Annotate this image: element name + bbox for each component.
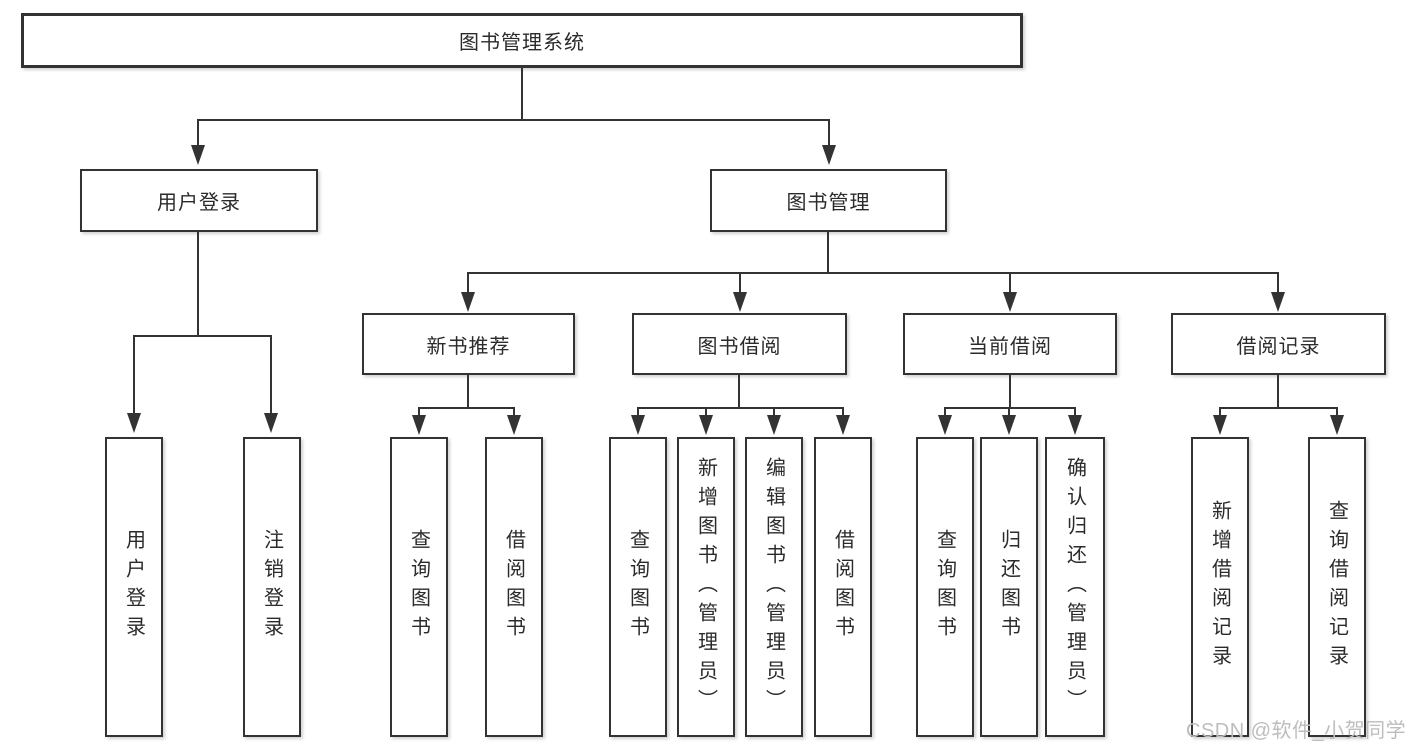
connector-line xyxy=(133,335,272,337)
connector-line xyxy=(945,407,1076,409)
connector-line xyxy=(468,272,1279,274)
node-borrowing-records: 借阅记录 xyxy=(1171,313,1386,375)
node-library-management-system: 图书管理系统 xyxy=(21,13,1023,68)
node-book-borrowing: 图书借阅 xyxy=(632,313,847,375)
connector-line xyxy=(467,272,469,292)
connector-line xyxy=(1336,407,1338,417)
arrowhead-down-icon xyxy=(1213,415,1227,435)
arrowhead-down-icon xyxy=(1271,292,1285,312)
connector-line xyxy=(270,335,272,413)
leaf-add-borrow-record: 新增借阅记录 xyxy=(1191,437,1249,737)
connector-line xyxy=(1008,407,1010,417)
arrowhead-down-icon xyxy=(127,413,141,433)
connector-line xyxy=(638,407,844,409)
arrowhead-down-icon xyxy=(191,145,205,165)
leaf-user-login: 用户登录 xyxy=(105,437,163,737)
arrowhead-down-icon xyxy=(1330,415,1344,435)
connector-line xyxy=(739,272,741,292)
arrowhead-down-icon xyxy=(631,415,645,435)
arrowhead-down-icon xyxy=(938,415,952,435)
leaf-query-books-recommend: 查询图书 xyxy=(390,437,448,737)
connector-line xyxy=(418,407,420,417)
leaf-add-books-admin: 新增图书（管理员） xyxy=(677,437,735,737)
arrowhead-down-icon xyxy=(461,292,475,312)
arrowhead-down-icon xyxy=(767,415,781,435)
leaf-confirm-return-admin: 确认归还（管理员） xyxy=(1045,437,1105,737)
leaf-borrow-books-recommend: 借阅图书 xyxy=(485,437,543,737)
connector-line xyxy=(1219,407,1221,417)
connector-line xyxy=(842,407,844,417)
arrowhead-down-icon xyxy=(822,145,836,165)
node-user-login: 用户登录 xyxy=(80,169,318,232)
connector-line xyxy=(705,407,707,417)
connector-line xyxy=(738,375,740,407)
arrowhead-down-icon xyxy=(1068,415,1082,435)
arrowhead-down-icon xyxy=(1003,292,1017,312)
arrowhead-down-icon xyxy=(412,415,426,435)
leaf-logout: 注销登录 xyxy=(243,437,301,737)
csdn-watermark: CSDN @软件_小贺同学 xyxy=(1186,720,1405,742)
arrowhead-down-icon xyxy=(264,413,278,433)
connector-line xyxy=(637,407,639,417)
connector-line xyxy=(197,119,199,145)
connector-line xyxy=(828,119,830,145)
node-book-management: 图书管理 xyxy=(710,169,947,232)
arrowhead-down-icon xyxy=(836,415,850,435)
node-new-book-recommend: 新书推荐 xyxy=(362,313,575,375)
connector-line xyxy=(827,232,829,272)
arrowhead-down-icon xyxy=(507,415,521,435)
arrowhead-down-icon xyxy=(699,415,713,435)
leaf-return-books: 归还图书 xyxy=(980,437,1038,737)
arrowhead-down-icon xyxy=(1002,415,1016,435)
connector-line xyxy=(467,375,469,407)
connector-line xyxy=(198,119,830,121)
connector-line xyxy=(944,407,946,417)
connector-line xyxy=(521,68,523,119)
connector-line xyxy=(1009,272,1011,292)
connector-line xyxy=(1009,375,1011,407)
connector-line xyxy=(1277,272,1279,292)
connector-line xyxy=(1277,375,1279,407)
leaf-query-books-current: 查询图书 xyxy=(916,437,974,737)
connector-line xyxy=(197,232,199,335)
connector-line xyxy=(773,407,775,417)
leaf-query-books-borrowing: 查询图书 xyxy=(609,437,667,737)
connector-line xyxy=(419,407,515,409)
connector-line xyxy=(1220,407,1338,409)
node-current-borrowing: 当前借阅 xyxy=(903,313,1117,375)
leaf-query-borrow-record: 查询借阅记录 xyxy=(1308,437,1366,737)
connector-line xyxy=(1074,407,1076,417)
leaf-edit-books-admin: 编辑图书（管理员） xyxy=(745,437,803,737)
connector-line xyxy=(133,335,135,413)
arrowhead-down-icon xyxy=(733,292,747,312)
connector-line xyxy=(513,407,515,417)
leaf-borrow-books-borrowing: 借阅图书 xyxy=(814,437,872,737)
